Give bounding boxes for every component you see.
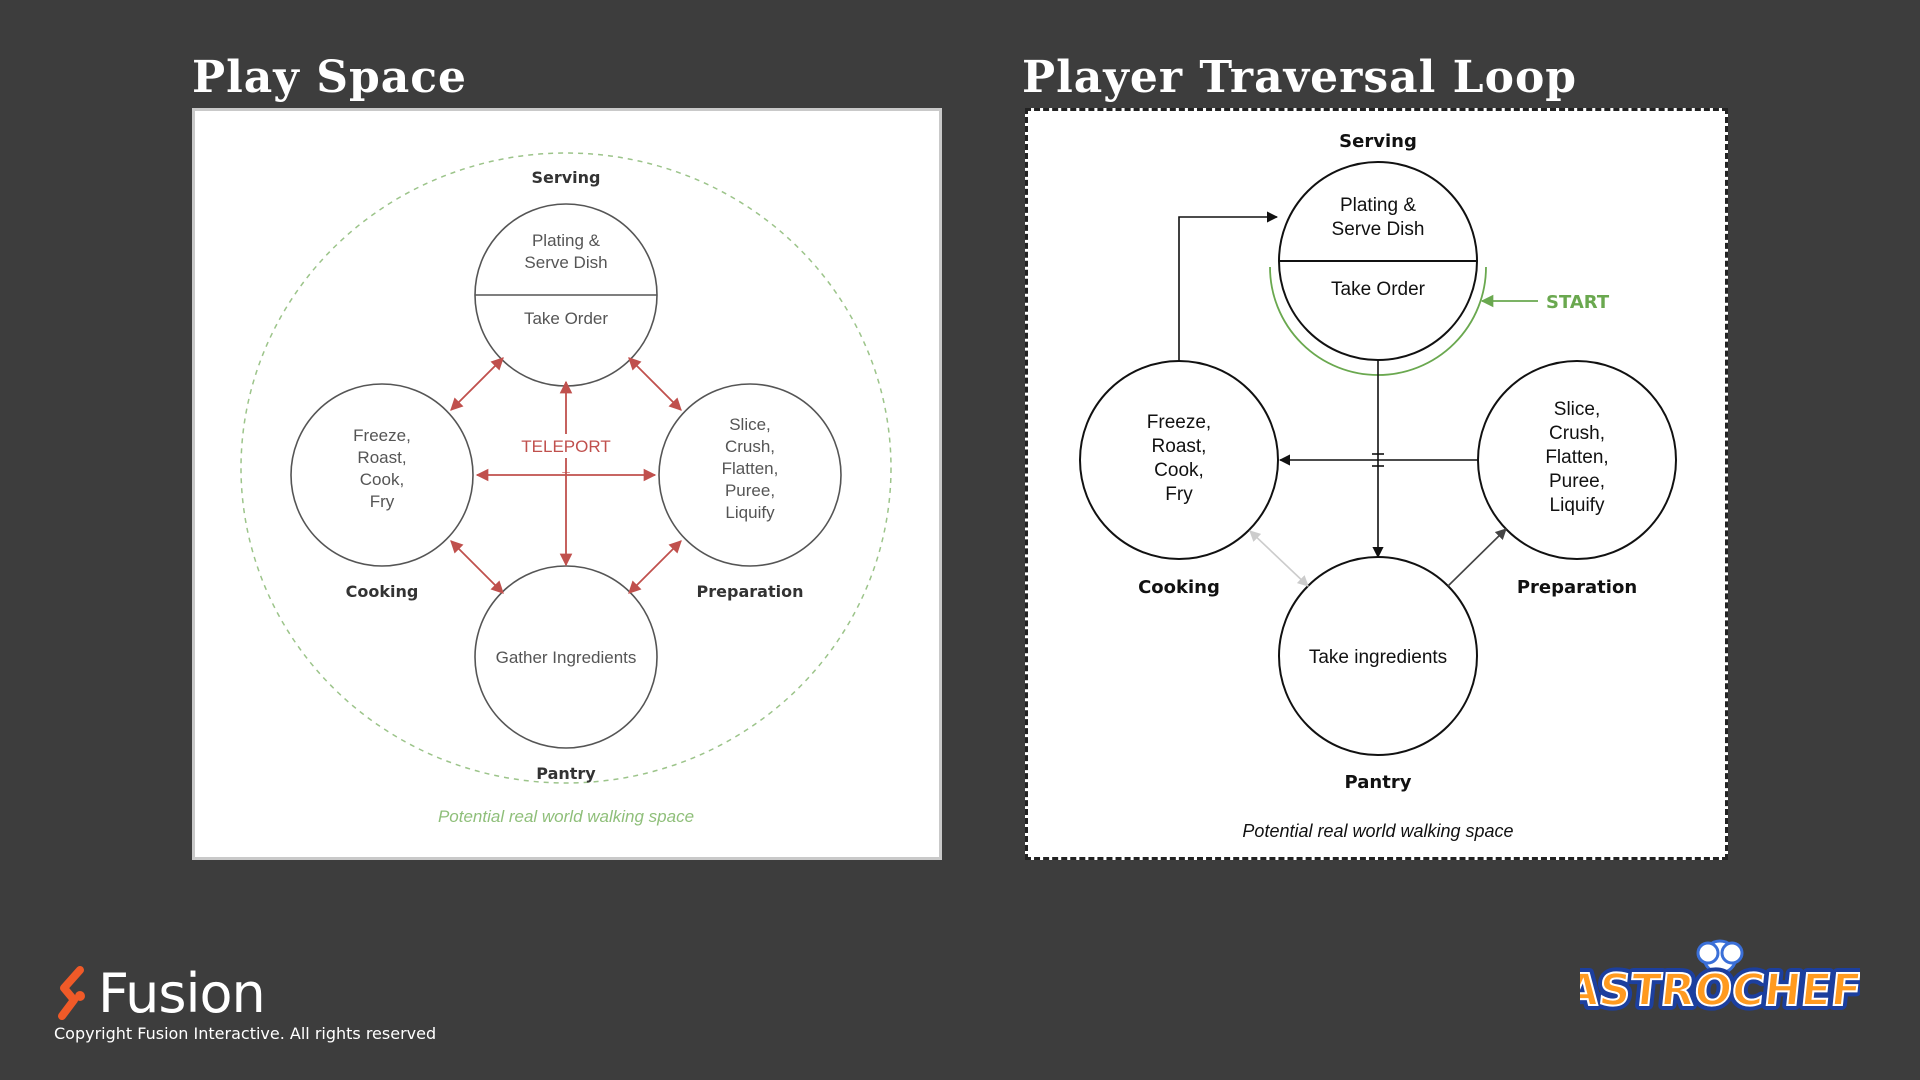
traversal-loop-heading: Player Traversal Loop [1022, 52, 1578, 103]
serving-top-line-2: Serve Dish [524, 253, 607, 272]
serving-label: Serving [1339, 131, 1417, 152]
fusion-mark-icon [58, 966, 85, 1020]
preparation-text-4: Puree, [725, 481, 775, 500]
serving-top-line-1: Plating & [532, 231, 601, 250]
cooking-text-1: Freeze, [353, 426, 411, 445]
arrow-cooking-pantry [450, 540, 504, 594]
arrow-preparation-pantry [628, 540, 682, 594]
traversal-loop-panel: START Serving Cooking Preparation Pantry… [1025, 108, 1728, 860]
preparation-text-1: Slice, [729, 415, 771, 434]
preparation-station [658, 383, 842, 567]
preparation-label: Preparation [697, 582, 804, 601]
preparation-text-5: Liquify [725, 503, 775, 522]
astrochef-logo: ASTROCHEF ASTROCHEF [1557, 925, 1869, 1025]
serving-station [1278, 161, 1478, 361]
copyright-text: Copyright Fusion Interactive. All rights… [54, 1024, 437, 1043]
cooking-label: Cooking [346, 582, 419, 601]
cooking-station [290, 383, 474, 567]
walking-space-caption: Potential real world walking space [438, 807, 694, 826]
play-space-panel: TELEPORT ⊥ Serving Cooking Preparation P… [192, 108, 942, 860]
arrow-pantry-to-preparation [1447, 528, 1507, 587]
teleport-junction-icon: ⊥ [561, 464, 571, 476]
traversal-loop-diagram: START Serving Cooking Preparation Pantry… [1079, 131, 1677, 841]
play-space-diagram: TELEPORT ⊥ Serving Cooking Preparation P… [240, 152, 892, 826]
preparation-text-5: Liquify [1550, 495, 1605, 516]
cooking-label: Cooking [1138, 577, 1220, 598]
arrow-pantry-cooking-faint [1249, 530, 1309, 587]
preparation-text-3: Flatten, [1545, 447, 1608, 468]
svg-text:ASTROCHEF: ASTROCHEF [1580, 965, 1860, 1016]
cooking-text-1: Freeze, [1147, 412, 1211, 433]
arrow-cooking-to-serving [1178, 211, 1279, 361]
preparation-text-2: Crush, [725, 437, 775, 456]
start-label: START [1546, 292, 1610, 313]
cooking-text-4: Fry [1165, 484, 1193, 505]
walking-space-caption: Potential real world walking space [1242, 821, 1513, 841]
fusion-logo: Fusion Copyright Fusion Interactive. All… [50, 962, 470, 1052]
serving-label: Serving [531, 168, 600, 187]
preparation-label: Preparation [1517, 577, 1637, 598]
arrow-serving-cooking [450, 357, 504, 411]
cooking-text-2: Roast, [1152, 436, 1207, 457]
pantry-label: Pantry [1345, 772, 1412, 793]
preparation-text-1: Slice, [1554, 399, 1600, 420]
astrochef-logo-graphic: ASTROCHEF ASTROCHEF [1557, 939, 1869, 1021]
preparation-text-3: Flatten, [722, 459, 779, 478]
serving-top-line-1: Plating & [1340, 195, 1416, 216]
serving-bottom-text: Take Order [524, 309, 608, 328]
arrow-serving-preparation [628, 357, 682, 411]
preparation-text-4: Puree, [1549, 471, 1605, 492]
cooking-text-3: Cook, [360, 470, 404, 489]
serving-top-line-2: Serve Dish [1332, 219, 1425, 240]
preparation-text-2: Crush, [1549, 423, 1605, 444]
teleport-label: TELEPORT [521, 437, 610, 456]
walking-space-boundary [240, 152, 892, 784]
fusion-wordmark: Fusion [98, 962, 266, 1025]
play-space-heading: Play Space [192, 52, 468, 103]
pantry-text: Gather Ingredients [496, 648, 637, 667]
cooking-text-4: Fry [370, 492, 395, 511]
pantry-text: Take ingredients [1309, 647, 1447, 668]
svg-text:ASTROCHEF: ASTROCHEF [1580, 965, 1860, 1016]
cooking-text-2: Roast, [357, 448, 406, 467]
pantry-label: Pantry [536, 764, 596, 783]
cooking-text-3: Cook, [1154, 460, 1204, 481]
serving-bottom-text: Take Order [1331, 279, 1426, 300]
